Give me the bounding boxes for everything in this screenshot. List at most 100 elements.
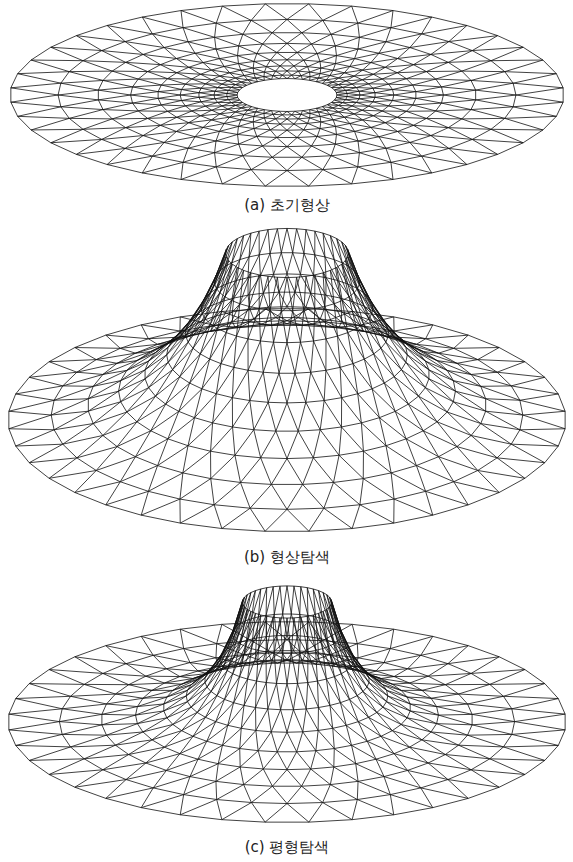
mesh-edge [261,457,287,459]
mesh-edge [192,78,212,80]
mesh-edge [222,106,228,109]
mesh-edge [212,80,228,81]
mesh-edge [353,364,372,389]
mesh-edge [325,339,326,370]
mesh-edge [416,466,453,482]
mesh-edge [311,293,326,295]
mesh-edge [148,118,161,125]
mesh-edge [363,451,391,473]
mesh-edge [215,141,216,153]
mesh-edge [236,336,247,339]
mesh-edge [373,88,393,89]
mesh-edge [250,293,263,309]
mesh-edge [276,403,287,431]
mesh-edge [11,102,61,107]
mesh-edge [324,398,341,401]
mesh-edge [476,90,516,95]
mesh-edge [202,316,216,321]
mesh-edge [448,128,491,130]
mesh-edge [216,49,238,56]
mesh-edge [244,76,255,79]
mesh-edge [300,310,304,342]
mesh-edge [455,391,485,398]
mesh-edge [233,427,254,430]
mesh-edge [248,341,260,370]
mesh-edge [358,49,379,53]
mesh-edge [308,123,320,128]
mesh-edge [326,370,342,397]
mesh-edge [342,263,348,284]
mesh-edge [322,107,333,108]
mesh-edge [76,139,101,154]
mesh-edge [391,17,432,28]
mesh-edge [166,404,179,411]
mesh-edge [339,73,345,78]
mesh-edge [476,95,516,100]
mesh-edge [336,131,354,134]
mesh-edge [264,71,275,73]
mesh-edge [272,76,273,80]
mesh-edge [331,144,335,156]
mesh-edge [241,70,254,73]
mesh-edge [294,123,308,125]
mesh-edge [219,131,237,134]
mesh-edge [263,274,273,293]
mesh-edge [306,230,315,255]
mesh-edge [234,367,248,370]
mesh-edge [505,107,513,119]
mesh-edge [271,459,287,485]
mesh-edge [287,115,292,119]
mesh-edge [263,372,268,402]
mesh-edge [369,105,389,106]
mesh-edge [556,74,563,88]
mesh-edge [145,370,146,379]
mesh-edge [248,276,260,278]
mesh-edge [309,77,310,81]
mesh-edge [419,388,426,396]
mesh-edge [232,370,248,397]
mesh-edge [218,102,222,105]
mesh-edge [112,111,138,119]
mesh-edge [238,134,239,144]
mesh-edge [257,136,277,137]
mesh-edge [287,292,295,307]
mesh-edge [297,44,311,52]
mesh-edge [259,231,260,255]
mesh-edge [379,418,386,446]
mesh-edge [323,270,330,273]
mesh-edge [201,88,215,91]
mesh-edge [268,402,287,404]
mesh-edge [98,100,103,110]
mesh-edge [221,284,226,302]
mesh-edge [243,33,272,35]
mesh-edge [277,137,297,138]
mesh-edge [235,455,261,457]
mesh-edge [287,78,295,79]
mesh-edge [195,49,216,53]
mesh-edge [241,105,247,108]
mesh-edge [310,112,318,113]
mesh-edge [216,394,232,398]
mesh-edge [472,51,491,61]
mesh-edge [361,423,386,446]
mesh-edge [31,60,83,62]
mesh-edge [320,114,330,116]
mesh-edge [228,89,239,90]
mesh-edge [410,136,431,143]
mesh-edge [439,447,457,457]
mesh-edge [249,273,251,307]
mesh-edge [10,88,11,102]
mesh-edge [266,60,270,66]
mesh-edge [254,116,265,117]
mesh-edge [431,42,449,55]
mesh-edge [287,59,304,60]
mesh-edge [339,322,341,327]
mesh-edge [234,336,237,367]
mesh-edge [302,77,310,80]
mesh-edge [83,119,112,129]
mesh-edge [287,130,297,137]
mesh-edge [188,446,211,452]
mesh-edge [360,93,375,95]
mesh-edge [198,93,199,98]
mesh-edge [393,173,432,180]
